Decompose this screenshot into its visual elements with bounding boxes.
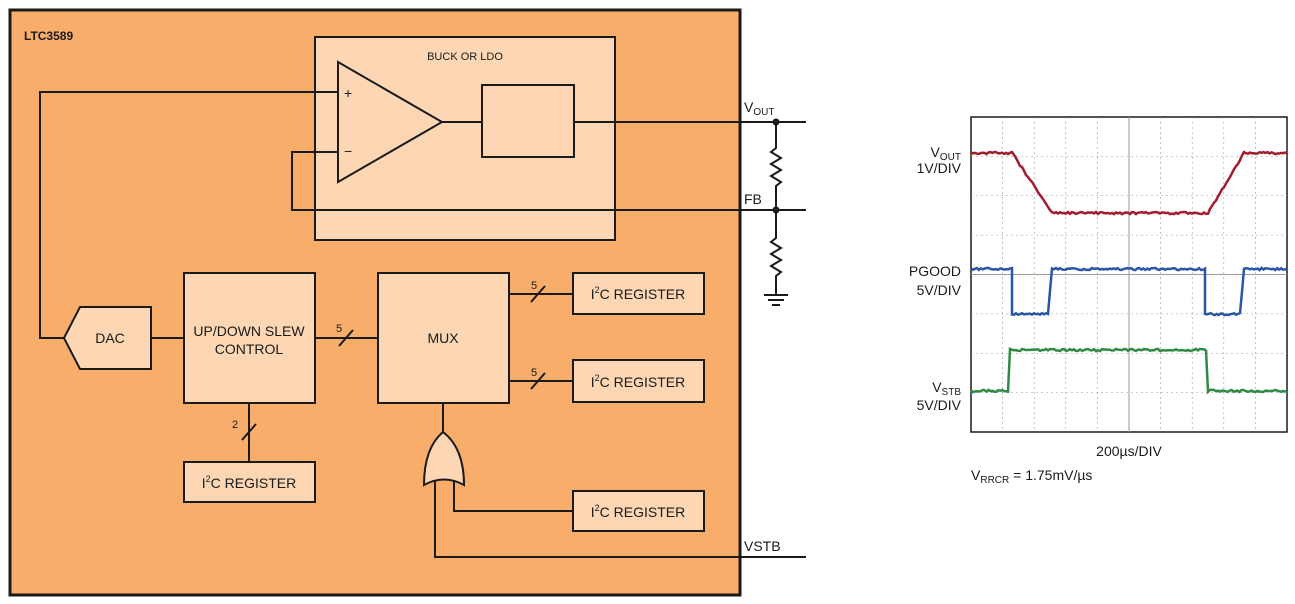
- amp-minus-sign: −: [344, 143, 352, 159]
- ch2-scale: 5V/DIV: [917, 282, 962, 298]
- dac-label: DAC: [95, 330, 125, 346]
- bus-width-reg-top: 5: [531, 280, 537, 292]
- pin-vstb: VSTB: [744, 538, 781, 554]
- slew-label-line1: UP/DOWN SLEW: [193, 323, 305, 339]
- pin-fb: FB: [744, 191, 762, 207]
- ch2-label: PGOOD: [909, 263, 961, 279]
- bus-width-reg-mid: 5: [531, 367, 537, 379]
- slew-rate-label: VRRCR = 1.75mV/µs: [971, 467, 1092, 486]
- ch3-label: VSTB: [932, 379, 961, 398]
- chip-name: LTC3589: [24, 29, 73, 43]
- ch3-scale: 5V/DIV: [917, 397, 962, 413]
- lower-resistor: [771, 210, 781, 295]
- power-stage-box: [482, 85, 574, 157]
- scope-timebase: 200µs/DIV: [1096, 443, 1162, 459]
- slew-label-line2: CONTROL: [215, 341, 284, 357]
- i2c-register-top-label: I2C REGISTER: [591, 285, 685, 302]
- upper-resistor: [771, 122, 781, 210]
- i2c-register-mid-label: I2C REGISTER: [591, 373, 685, 390]
- amp-plus-sign: +: [344, 85, 352, 101]
- bus-width-mux: 5: [336, 323, 342, 335]
- ground-icon: [764, 295, 788, 305]
- buck-ldo-title: BUCK OR LDO: [427, 51, 503, 63]
- i2c-register-bottom-label: I2C REGISTER: [591, 503, 685, 520]
- bus-width-slew-reg: 2: [232, 419, 238, 431]
- pin-vout: VOUT: [744, 99, 774, 118]
- ch1-scale: 1V/DIV: [917, 160, 962, 176]
- i2c-register-slew-label: I2C REGISTER: [202, 474, 296, 491]
- mux-label: MUX: [427, 330, 459, 346]
